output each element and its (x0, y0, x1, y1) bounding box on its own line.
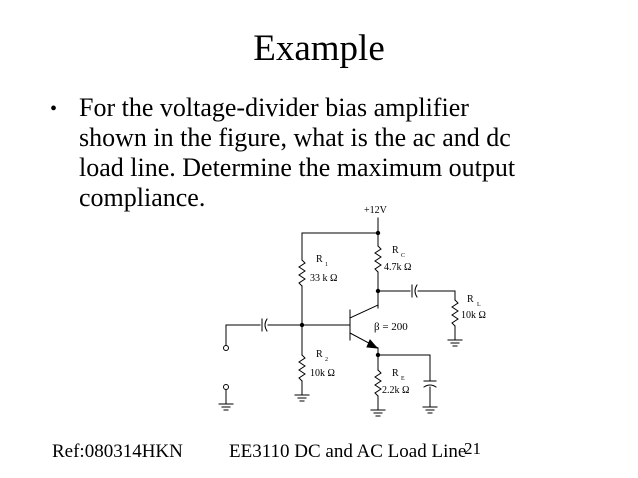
slide-title: Example (253, 28, 385, 69)
rc-resistor (374, 245, 382, 273)
re-symbol: R (392, 368, 399, 379)
transistor-collector (349, 304, 379, 319)
r2-symbol: R (316, 349, 323, 360)
rc-symbol: R (392, 245, 399, 256)
r1-symbol: R (316, 254, 323, 265)
top-rail-wire (301, 232, 379, 247)
input-capacitor (261, 318, 268, 332)
re-value: 2.2k Ω (382, 385, 409, 396)
bullet-line-1: For the voltage-divider bias amplifier (79, 93, 469, 122)
bullet-marker: • (50, 98, 58, 120)
r2-subscript: 2 (325, 357, 328, 363)
junction-top (375, 230, 381, 236)
bullet-paragraph: For the voltage-divider bias amplifier s… (79, 93, 579, 213)
rl-symbol: R (467, 294, 474, 305)
rl-ground (447, 339, 463, 347)
page-number: 21 (464, 439, 481, 458)
bypass-wire-top (377, 354, 431, 382)
junction-base (299, 322, 305, 328)
r2-value: 10k Ω (310, 368, 335, 379)
rl-value: 10k Ω (461, 310, 486, 321)
bullet-line-2: shown in the figure, what is the ac and … (79, 123, 511, 152)
input-terminal-bottom (223, 384, 229, 390)
rc-value: 4.7k Ω (384, 262, 411, 273)
r1-subscript: 1 (325, 262, 328, 268)
re-resistor (374, 369, 382, 397)
footer-reference: Ref:080314HKN (52, 441, 183, 462)
r1-value: 33 k Ω (310, 273, 337, 284)
junction-emitter (375, 352, 381, 358)
emitter-arrow (366, 339, 379, 349)
bullet-line-3: load line. Determine the maximum output (79, 153, 516, 182)
re-subscript: E (401, 376, 405, 382)
rl-subscript: L (477, 302, 481, 308)
r2-ground (294, 394, 310, 402)
supply-label: +12V (364, 205, 388, 216)
footer-course-title: EE3110 DC and AC Load Line (229, 441, 467, 462)
rl-resistor (451, 299, 459, 327)
output-capacitor (411, 284, 418, 298)
r1-resistor (298, 259, 306, 287)
beta-label: β = 200 (374, 321, 408, 333)
bypass-ground (422, 406, 438, 414)
input-ground (218, 403, 234, 411)
bullet-line-4: compliance. (79, 183, 206, 212)
output-wire-right (417, 290, 456, 301)
re-ground (370, 409, 386, 417)
rc-subscript: C (401, 253, 405, 259)
input-terminal-top (223, 345, 229, 351)
junction-collector (375, 288, 381, 294)
r2-resistor (298, 354, 306, 382)
bypass-capacitor (423, 380, 437, 388)
